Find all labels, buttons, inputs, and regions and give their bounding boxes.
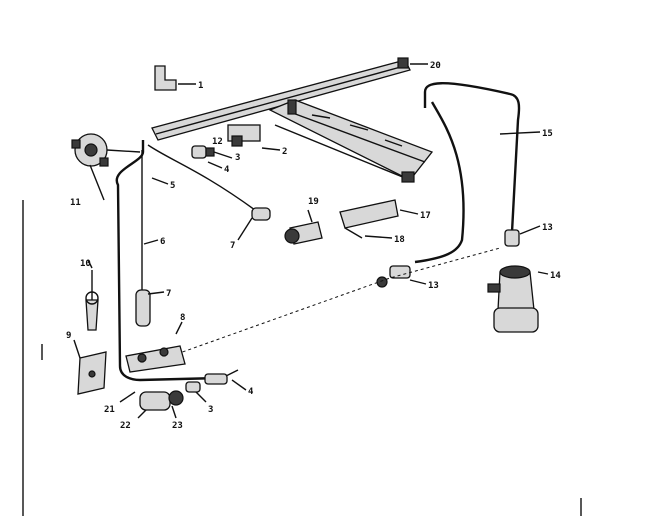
part-15-tube <box>414 82 521 264</box>
callout-18: 18 <box>394 235 405 245</box>
part-13-fitting-right <box>504 229 520 247</box>
part-23-nut <box>168 390 184 406</box>
callout-1: 1 <box>198 81 203 91</box>
callout-6: 6 <box>160 237 165 247</box>
dashed-gas-line <box>159 247 501 361</box>
callout-10: 10 <box>80 259 91 269</box>
callout-15: 15 <box>542 129 553 139</box>
callout-11: 11 <box>70 198 81 208</box>
callout-13-mid: 13 <box>428 281 439 291</box>
part-19-pilot <box>284 221 323 245</box>
callout-19: 19 <box>308 197 319 207</box>
part-14-regulator <box>487 265 539 333</box>
callout-3-lower: 3 <box>208 405 213 415</box>
callout-9: 9 <box>66 331 71 341</box>
callout-7-lower: 7 <box>166 289 171 299</box>
callout-22: 22 <box>120 421 131 431</box>
part-13-fitting-mid <box>376 265 411 288</box>
callout-21: 21 <box>104 405 115 415</box>
part-4-upper-fitting <box>191 145 215 159</box>
callout-14: 14 <box>550 271 561 281</box>
part-9-plate <box>77 351 107 395</box>
callout-13-right: 13 <box>542 223 553 233</box>
part-20-manifold <box>151 57 411 141</box>
callout-3-upper: 3 <box>235 153 240 163</box>
callout-4-lower: 4 <box>248 387 254 397</box>
callout-5: 5 <box>170 181 175 191</box>
part-5-6-tubing <box>115 140 256 382</box>
callout-20: 20 <box>430 61 441 71</box>
part-7-lower-orifice <box>135 289 151 327</box>
callout-12: 12 <box>212 137 223 147</box>
part-22-union <box>139 391 171 411</box>
part-11-valve-assembly <box>71 133 141 167</box>
part-3-4-lower-fittings <box>185 369 239 393</box>
part-1-elbow <box>154 65 177 91</box>
part-17-burner <box>268 99 434 183</box>
part-8-valve-block <box>125 345 186 373</box>
callout-7-upper: 7 <box>230 241 235 251</box>
callout-leaders <box>73 63 549 419</box>
part-18-bracket <box>339 199 399 239</box>
callout-17: 17 <box>420 211 431 221</box>
part-7-upper-orifice <box>251 207 271 221</box>
callout-8: 8 <box>180 313 185 323</box>
callout-23: 23 <box>172 421 183 431</box>
callout-4-upper: 4 <box>224 165 230 175</box>
part-10-pin <box>85 270 99 331</box>
part-2-valve <box>227 124 261 147</box>
callout-2: 2 <box>282 147 287 157</box>
